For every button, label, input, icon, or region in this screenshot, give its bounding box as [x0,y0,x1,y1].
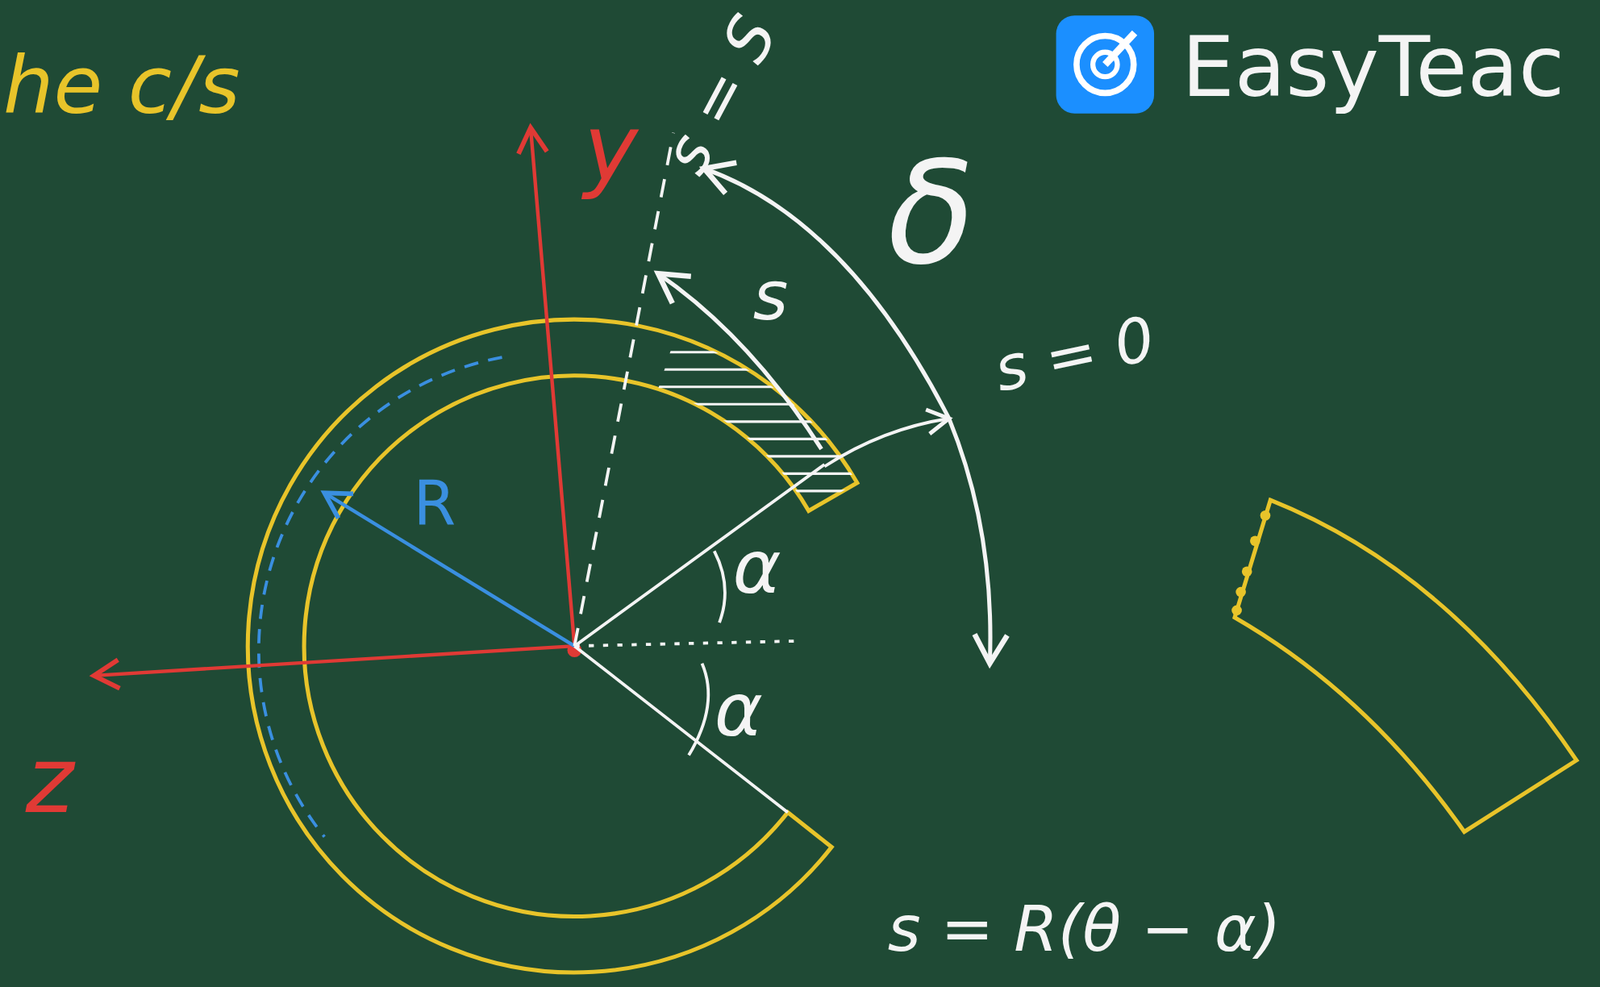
angle-label: α [714,673,763,747]
mid-line [258,357,503,838]
z-axis [93,645,575,676]
coordinate-label: s [753,262,789,331]
logo-icon [1056,15,1155,113]
axis-label: y [583,102,638,195]
coordinate-label: s = 0 [989,308,1160,402]
watermark: EasyTeac [1181,25,1565,110]
s-arrow [658,273,821,450]
symbol-label: δ [887,142,975,286]
hatched-element [612,352,878,492]
angle-label: α [732,530,781,605]
element-sketch [1234,500,1577,832]
formula: s = R(θ − α) [887,897,1281,961]
dimension-label: R [412,474,456,536]
axis-label: z [25,734,75,827]
coordinate-label: s = S [653,6,788,184]
heading-note: he c/s [3,45,241,126]
y-axis [530,127,575,646]
arc-arrow [949,418,991,664]
